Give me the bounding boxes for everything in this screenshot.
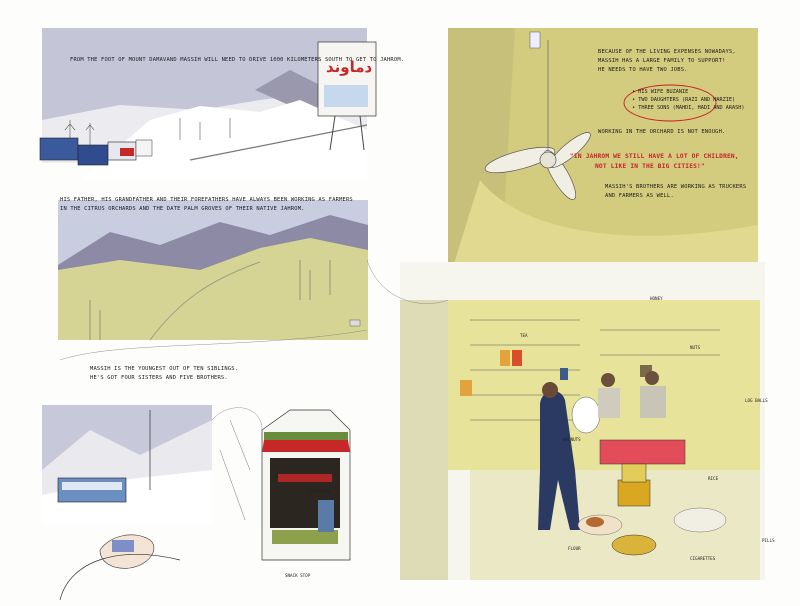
label-walnuts: Walnuts <box>563 437 581 442</box>
label-honey: Honey <box>650 296 663 301</box>
caption-ancestry-2: in the citrus orchards and the date palm… <box>60 206 305 212</box>
family-item: Three sons (Mahdi, Hadi and Arash) <box>632 104 744 112</box>
label-tea: Tea <box>520 333 528 338</box>
caption-expenses-1: Because of the living expenses nowadays, <box>598 49 736 55</box>
label-flour: Flour <box>568 546 581 551</box>
label-nuts: Nuts <box>690 345 701 350</box>
caption-brothers-1: Massih's brothers are working as trucker… <box>605 184 747 190</box>
caption-siblings-1: Massih is the youngest out of ten siblin… <box>90 366 239 372</box>
label-rice: Rice <box>708 476 719 481</box>
billboard-brand: دماوند <box>326 58 373 76</box>
panel-ceiling-fan <box>448 28 758 305</box>
caption-expenses-2: Massih has a large family to support! <box>598 58 726 64</box>
caption-siblings-2: He's got four sisters and five brothers. <box>90 375 228 381</box>
label-shawarma: Shawarma <box>310 489 331 494</box>
family-list: His wife Buzanie Two daughters (Razi and… <box>632 88 744 112</box>
caption-orchard: Working in the orchard is not enough. <box>598 129 726 135</box>
label-log-balls: Log balls <box>745 398 768 403</box>
family-item: His wife Buzanie <box>632 88 744 96</box>
caption-brothers-2: and farmers as well. <box>605 193 674 199</box>
caption-expenses-3: He needs to have two jobs. <box>598 67 688 73</box>
panel-mountain-road <box>42 405 212 601</box>
panel-winter-highway <box>39 28 377 180</box>
family-item: Two daughters (Razi and Marzie) <box>632 96 744 104</box>
panel-valley <box>58 200 368 341</box>
label-snack-stop: Snack stop <box>285 573 311 578</box>
label-pills: Pills <box>762 538 775 543</box>
quote-line-2: not like in the big cities!" <box>595 163 705 170</box>
quote-line-1: "In Jahrom we still have a lot of childr… <box>570 153 739 160</box>
sketch-lines <box>59 259 449 431</box>
caption-ancestry-1: His father, his grandfather and their fo… <box>60 197 353 203</box>
panel-grocery-shop <box>400 262 765 580</box>
caption-intro: From the foot of mount Damavand Massih w… <box>70 57 405 63</box>
panel-shawarma-shop <box>219 409 351 561</box>
label-cigarettes: Cigarettes <box>690 556 716 561</box>
